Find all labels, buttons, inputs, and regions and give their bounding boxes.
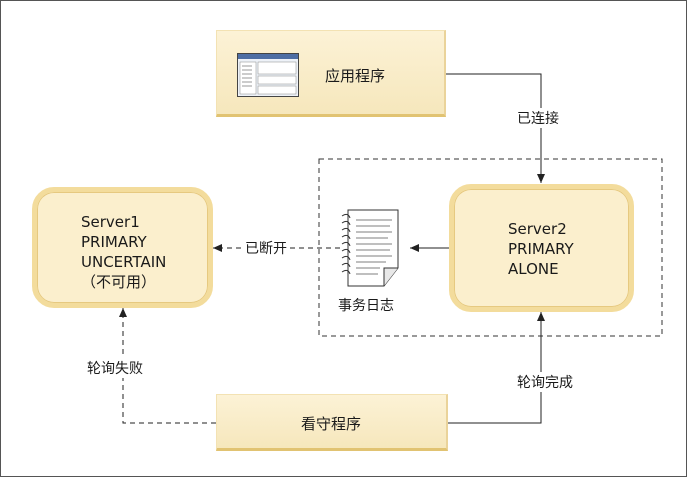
server1-role: PRIMARY (81, 233, 147, 251)
poll-done-edge (448, 312, 545, 424)
server2-state: ALONE (508, 260, 559, 278)
application-box: 应用程序 (216, 30, 446, 117)
poll-done-label: 轮询完成 (514, 372, 576, 392)
transaction-log-label: 事务日志 (338, 298, 394, 314)
application-label: 应用程序 (325, 67, 386, 85)
group-boundary (318, 158, 663, 337)
server1-node: Server1 PRIMARY UNCERTAIN （不可用） (32, 187, 213, 308)
monitor-label: 看守程序 (301, 415, 362, 433)
server2-text: Server2 PRIMARY ALONE (508, 219, 574, 279)
monitor-box: 看守程序 (216, 394, 448, 451)
poll-failed-label: 轮询失败 (84, 358, 146, 378)
server2-node: Server2 PRIMARY ALONE (449, 184, 634, 312)
app-window-icon (237, 53, 299, 97)
connected-label: 已连接 (514, 108, 562, 128)
server2-role: PRIMARY (508, 240, 574, 258)
disconnected-label: 已断开 (242, 238, 290, 258)
server1-state: UNCERTAIN (81, 253, 167, 271)
server1-name: Server1 (81, 213, 140, 231)
server1-text: Server1 PRIMARY UNCERTAIN （不可用） (81, 212, 166, 292)
server2-name: Server2 (508, 220, 567, 238)
transaction-log-icon (341, 209, 399, 287)
connected-edge (446, 73, 545, 183)
server1-availability: （不可用） (81, 273, 157, 291)
poll-failed-edge (119, 308, 216, 424)
